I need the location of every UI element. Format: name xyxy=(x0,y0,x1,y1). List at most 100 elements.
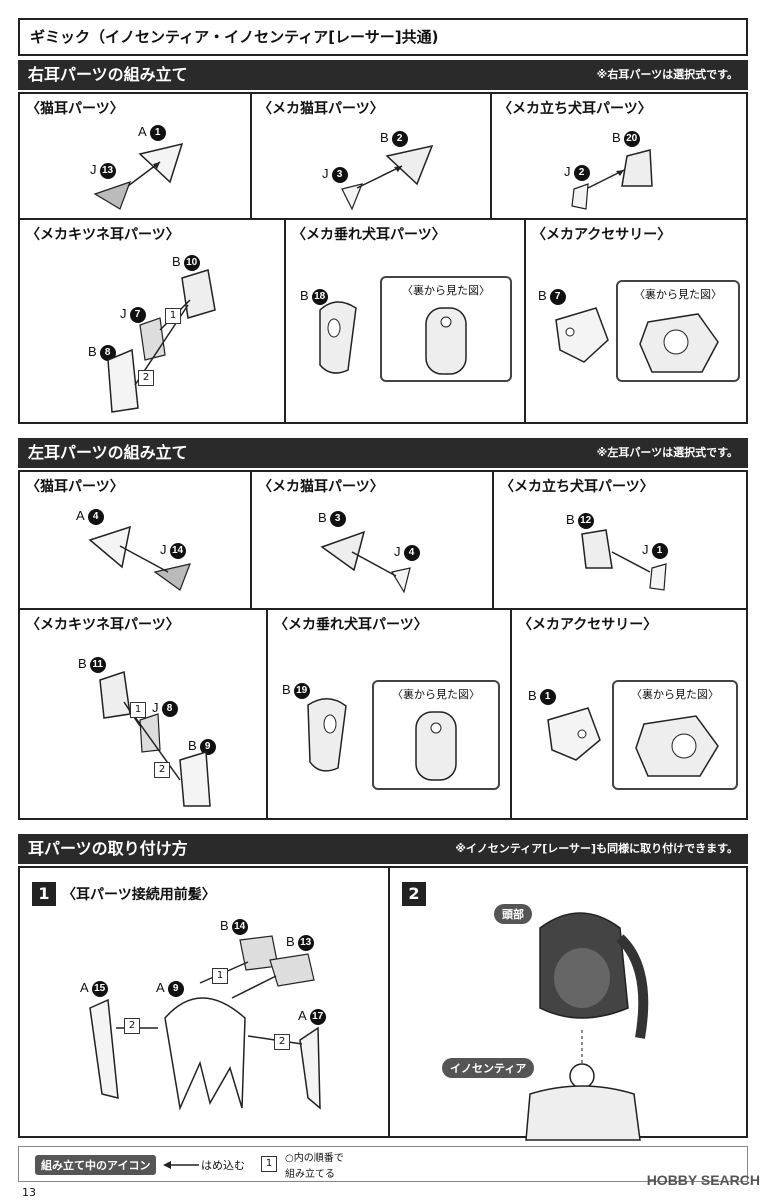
legend-icon-label: 組み立て中のアイコン xyxy=(35,1155,157,1175)
page-number: 13 xyxy=(22,1186,36,1199)
step-1-icon: 1 xyxy=(165,308,181,324)
panel-title: 〈猫耳パーツ〉 xyxy=(26,101,124,117)
panel-title: 〈メカ垂れ犬耳パーツ〉 xyxy=(274,617,428,633)
accessory-diagram xyxy=(547,707,601,761)
panel-title: 〈メカ垂れ犬耳パーツ〉 xyxy=(292,227,446,243)
back-view-inset: 〈裏から見た図〉 xyxy=(616,280,740,382)
arrow-icon xyxy=(163,1161,199,1169)
back-view-diagram xyxy=(639,313,719,373)
panel-title: 〈耳パーツ接続用前髪〉 xyxy=(62,887,216,903)
legend-step-text-1: ○内の順番で xyxy=(285,1153,344,1164)
panel-title: 〈メカキツネ耳パーツ〉 xyxy=(26,227,180,243)
legend-box: 組み立て中のアイコン はめ込む 1 ○内の順番で 組み立てる xyxy=(18,1146,748,1182)
panel-title: 〈猫耳パーツ〉 xyxy=(26,479,124,495)
attach-section-note: ※イノセンティア[レーサー]も同様に取り付けできます。 xyxy=(455,842,738,855)
head-label: 頭部 xyxy=(494,904,532,924)
right-ear-section-title: 右耳パーツの組み立て xyxy=(28,65,188,84)
step-2-icon: 2 xyxy=(138,370,154,386)
droop-ear-diagram xyxy=(307,698,347,772)
step-number-2: 2 xyxy=(402,882,426,906)
head-attach-diagram xyxy=(525,912,649,1141)
attach-step-2-panel: 2 頭部 イノセンティア xyxy=(388,866,748,1141)
legend-step-text-2: 組み立てる xyxy=(285,1169,335,1180)
step-number-1: 1 xyxy=(32,882,56,906)
mecha-cat-ear-diagram xyxy=(341,144,434,211)
back-view-diagram xyxy=(415,711,457,781)
panel-title: 〈メカキツネ耳パーツ〉 xyxy=(26,617,180,633)
step-1-icon: 1 xyxy=(130,702,146,718)
mecha-cat-ear-diagram xyxy=(320,530,411,594)
right-ear-section-note: ※右耳パーツは選択式です。 xyxy=(596,68,738,81)
body-label: イノセンティア xyxy=(442,1058,535,1078)
back-view-inset: 〈裏から見た図〉 xyxy=(372,680,500,790)
step-1-icon: 1 xyxy=(212,968,228,984)
panel-title: 〈メカ立ち犬耳パーツ〉 xyxy=(498,101,652,117)
step-2-icon-left: 2 xyxy=(124,1018,140,1034)
mecha-fox-ear-diagram xyxy=(99,671,211,807)
front-hair-diagram xyxy=(89,935,321,1111)
right-ear-section-bar: 右耳パーツの組み立て ※右耳パーツは選択式です。 xyxy=(18,60,748,90)
accessory-diagram xyxy=(555,307,609,363)
back-view-diagram xyxy=(425,307,467,375)
droop-ear-diagram xyxy=(319,301,357,374)
panel-title: 〈メカ立ち犬耳パーツ〉 xyxy=(500,479,654,495)
step-2-icon-right: 2 xyxy=(274,1034,290,1050)
step-2-icon: 2 xyxy=(154,762,170,778)
cat-ear-diagram xyxy=(88,525,191,591)
panel-title: 〈メカアクセサリー〉 xyxy=(532,227,672,243)
back-view-inset: 〈裏から見た図〉 xyxy=(380,276,512,382)
step-legend-icon: 1 xyxy=(261,1156,277,1172)
panel-title: 〈メカアクセサリー〉 xyxy=(518,617,658,633)
panel-title: 〈メカ猫耳パーツ〉 xyxy=(258,479,384,495)
mecha-dog-ear-diagram xyxy=(571,149,653,210)
cat-ear-diagram xyxy=(93,142,184,210)
page-title: ギミック（イノセンティア・イノセンティア[レーサー]共通) xyxy=(18,18,748,56)
mecha-fox-ear-diagram xyxy=(107,269,216,413)
legend-arrow-text: はめ込む xyxy=(201,1159,245,1172)
attach-section-bar: 耳パーツの取り付け方 ※イノセンティア[レーサー]も同様に取り付けできます。 xyxy=(18,834,748,864)
attach-section-title: 耳パーツの取り付け方 xyxy=(28,839,188,858)
back-view-inset: 〈裏から見た図〉 xyxy=(612,680,738,790)
back-view-diagram xyxy=(635,715,719,777)
watermark: HOBBY SEARCH xyxy=(646,1172,760,1188)
left-ear-section-title: 左耳パーツの組み立て xyxy=(28,443,188,462)
left-ear-section-note: ※左耳パーツは選択式です。 xyxy=(596,446,738,459)
panel-title: 〈メカ猫耳パーツ〉 xyxy=(258,101,384,117)
